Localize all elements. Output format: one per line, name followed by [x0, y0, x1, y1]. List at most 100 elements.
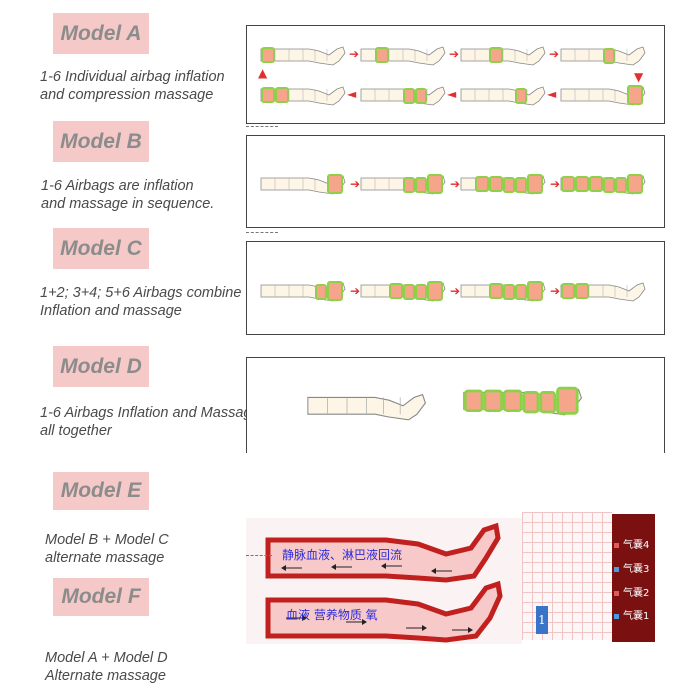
- model-e-description-line: Model B + Model C: [45, 532, 169, 548]
- leg-shape: [560, 174, 646, 195]
- leg-shape: [360, 281, 446, 302]
- blood-flow-diagram: 静脉血液、淋巴液回流 血液 营养物质 氧: [246, 518, 522, 644]
- left-arrow-icon: ◄: [347, 87, 357, 101]
- model-b-description-line: and massage in sequence.: [41, 196, 215, 212]
- legend-label: 气囊3: [623, 564, 650, 575]
- model-a-description-line: and compression massage: [40, 87, 214, 103]
- model-a-description: 1-6 Individual airbag inflation and comp…: [40, 68, 225, 104]
- legend-label: 气囊2: [623, 588, 650, 599]
- model-b-description-line: 1-6 Airbags are inflation: [41, 178, 194, 194]
- leg-shape: [260, 86, 346, 106]
- leg-airbag-figure: [459, 172, 547, 203]
- leg-airbag-figure: [259, 83, 347, 114]
- model-c-description-line: 1+2; 3+4; 5+6 Airbags combine: [40, 285, 242, 301]
- right-arrow-icon: ➔: [450, 284, 461, 298]
- left-arrow-icon: ◄: [547, 87, 557, 101]
- pressure-grid: 1: [522, 512, 612, 640]
- leg-airbag-figure: [305, 389, 428, 430]
- legend-label: 气囊1: [623, 611, 650, 622]
- right-arrow-icon: ➔: [450, 177, 461, 191]
- legend-swatch: [614, 566, 619, 572]
- model-e-label: Model E: [53, 472, 149, 510]
- leg-airbag-figure: [461, 384, 584, 425]
- right-arrow-icon: ➔: [550, 284, 561, 298]
- model-d-description-line: 1-6 Airbags Inflation and Massage: [40, 405, 260, 421]
- right-arrow-icon: ➔: [550, 177, 561, 191]
- model-d-description: 1-6 Airbags Inflation and Massage all to…: [40, 404, 260, 440]
- leg-shape: [307, 393, 427, 421]
- leg-shape: [460, 46, 546, 66]
- model-d-label: Model D: [53, 346, 149, 387]
- leg-shape: [560, 85, 646, 106]
- leg-airbag-figure: [359, 83, 447, 114]
- model-a-label: Model A: [53, 13, 149, 54]
- leg-shape: [260, 46, 346, 66]
- model-e-description-line: alternate massage: [45, 550, 165, 566]
- right-arrow-icon: ➔: [349, 47, 360, 61]
- leg-airbag-figure: [259, 43, 347, 74]
- leg-airbag-figure: [359, 172, 447, 203]
- leg-airbag-figure: [559, 172, 647, 203]
- leg-airbag-figure: [559, 279, 647, 310]
- left-arrow-icon: ◄: [447, 87, 457, 101]
- indicator-box: 1: [536, 606, 548, 634]
- dashed-divider: [246, 555, 272, 556]
- legend-item-airbag-1: 气囊1: [614, 607, 649, 622]
- right-arrow-icon: ➔: [449, 47, 460, 61]
- leg-airbag-figure: [259, 279, 347, 310]
- legend-swatch: [614, 613, 619, 619]
- venous-return-text: 静脉血液、淋巴液回流: [282, 548, 403, 562]
- right-arrow-icon: ➔: [350, 284, 361, 298]
- upper-leg-shape: [265, 522, 503, 643]
- model-f-label: Model F: [53, 578, 149, 616]
- leg-airbag-figure: [559, 43, 647, 74]
- leg-shape: [260, 281, 346, 302]
- legend-label: 气囊4: [623, 540, 650, 551]
- leg-airbag-figure: [359, 279, 447, 310]
- leg-shape: [560, 282, 646, 302]
- model-e-description: Model B + Model C alternate massage: [45, 531, 169, 567]
- leg-airbag-figure: [559, 83, 647, 114]
- right-arrow-icon: ➔: [350, 177, 361, 191]
- down-arrow-icon: ▼: [634, 70, 644, 84]
- model-a-description-line: 1-6 Individual airbag inflation: [40, 69, 225, 85]
- legend-swatch: [614, 542, 619, 548]
- model-d-panel: [246, 357, 665, 453]
- leg-airbag-figure: [259, 172, 347, 203]
- leg-shape: [460, 174, 546, 195]
- leg-shape: [260, 174, 346, 195]
- model-f-description-line: Model A + Model D: [45, 650, 168, 666]
- model-a-panel: ➔ ➔ ➔ ◄ ◄ ◄ ▲ ▼: [246, 25, 665, 124]
- leg-shape: [360, 46, 446, 66]
- model-b-label: Model B: [53, 121, 149, 162]
- leg-airbag-figure: [459, 279, 547, 310]
- leg-shape: [360, 174, 446, 195]
- legend-swatch: [614, 590, 619, 596]
- legend-item-airbag-2: 气囊2: [614, 584, 649, 599]
- legend-item-airbag-4: 气囊4: [614, 536, 649, 551]
- model-c-label: Model C: [53, 228, 149, 269]
- nutrient-flow-text: 血液 营养物质 氧: [286, 608, 378, 622]
- model-d-description-line: all together: [40, 423, 112, 439]
- leg-shape: [460, 281, 546, 302]
- model-c-description-line: Inflation and massage: [40, 303, 182, 319]
- leg-shape: [560, 46, 646, 66]
- airbag-legend: 气囊4 气囊3 气囊2 气囊1: [612, 514, 655, 642]
- dashed-divider: [246, 126, 278, 127]
- model-c-panel: ➔ ➔ ➔: [246, 241, 665, 335]
- leg-airbag-figure: [459, 43, 547, 74]
- model-b-description: 1-6 Airbags are inflation and massage in…: [41, 177, 214, 213]
- leg-airbag-figure: [359, 43, 447, 74]
- dashed-divider: [246, 232, 278, 233]
- up-arrow-icon: ▲: [258, 66, 268, 80]
- model-c-description: 1+2; 3+4; 5+6 Airbags combine Inflation …: [40, 284, 241, 320]
- model-f-description-line: Alternate massage: [45, 668, 166, 684]
- legend-item-airbag-3: 气囊3: [614, 560, 649, 575]
- leg-shape: [463, 386, 583, 416]
- leg-shape: [460, 86, 546, 106]
- right-arrow-icon: ➔: [549, 47, 560, 61]
- model-f-description: Model A + Model D Alternate massage: [45, 649, 168, 685]
- leg-shape: [360, 86, 446, 106]
- model-b-panel: ➔ ➔ ➔: [246, 135, 665, 228]
- leg-airbag-figure: [459, 83, 547, 114]
